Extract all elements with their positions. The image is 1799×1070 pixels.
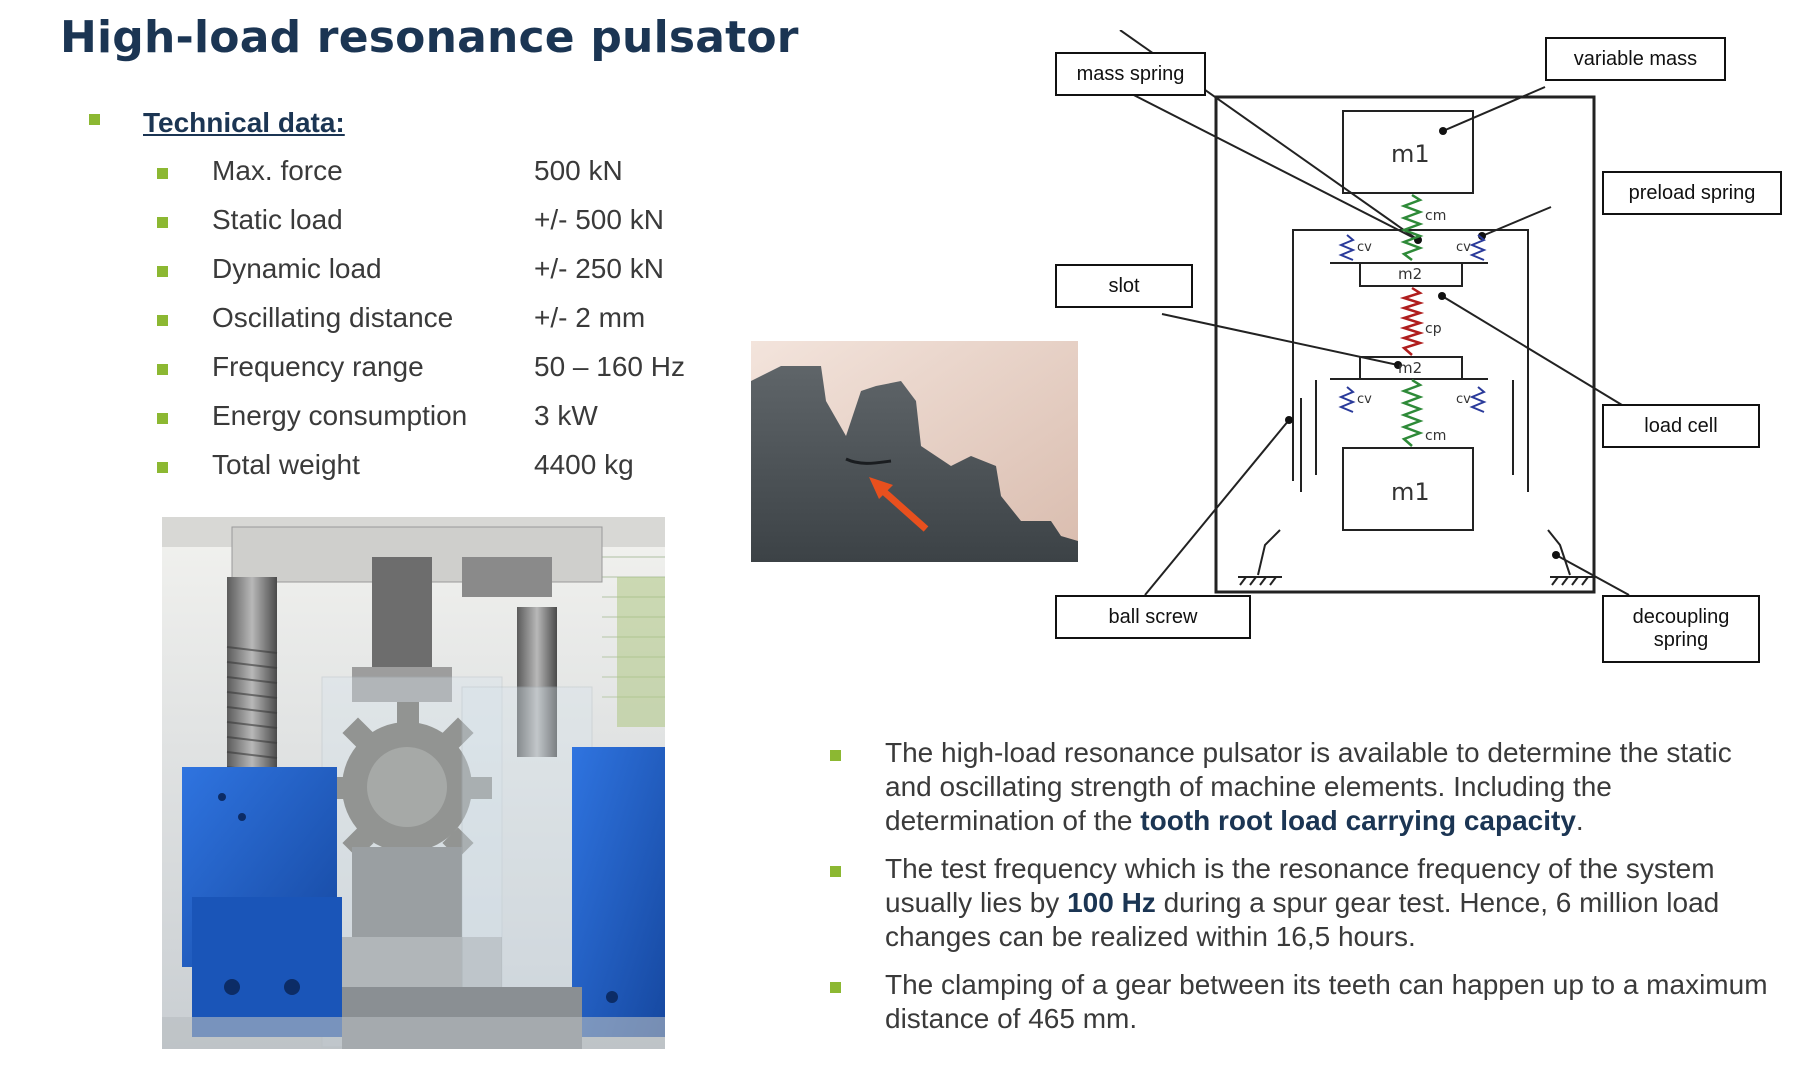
spec-value: 50 – 160 Hz [534,351,685,382]
spec-label: Energy consumption [212,400,468,431]
bullet-icon [157,462,168,473]
symbol-cm-top: cm [1425,208,1446,224]
spec-value: 3 kW [534,400,598,431]
spec-row: Dynamic load +/- 250 kN [0,253,720,293]
description-text-part: The clamping of a gear between its teeth… [885,969,1768,1034]
spec-label: Static load [212,204,343,235]
bullet-icon [89,114,100,125]
spec-value: 500 kN [534,155,623,186]
spec-value: +/- 2 mm [534,302,646,333]
symbol-cp: cp [1425,321,1442,337]
spec-row: Energy consumption 3 kW [0,400,720,440]
description-text: The test frequency which is the resonanc… [885,852,1785,954]
bullet-icon [157,266,168,277]
description-item: The high-load resonance pulsator is avai… [830,736,1780,841]
symbol-cv-top-right: cv [1456,240,1471,255]
label-load-cell: load cell [1602,404,1760,448]
spec-row: Frequency range 50 – 160 Hz [0,351,720,391]
bullet-icon [157,217,168,228]
description-emphasis: tooth root load carrying capacity [1140,805,1576,836]
pulsator-schematic: m1 m1 m2 m2 cm cm cp cv cv cv cv mass sp… [1040,29,1782,670]
description-text-part: The test frequency which is the resonanc… [885,853,1715,918]
bullet-icon [157,413,168,424]
gear-crack-illustration [751,341,1078,562]
description-text-part: The high-load resonance pulsator is avai… [885,737,1732,836]
spec-row: Total weight 4400 kg [0,449,720,489]
bullet-icon [157,315,168,326]
spec-label: Max. force [212,155,343,186]
symbol-cm-bottom: cm [1425,428,1446,444]
label-slot: slot [1055,264,1193,308]
spec-row: Static load +/- 500 kN [0,204,720,244]
spec-value: 4400 kg [534,449,634,480]
description-item: The test frequency which is the resonanc… [830,852,1780,957]
description-text: The high-load resonance pulsator is avai… [885,736,1785,838]
symbol-m2-bottom: m2 [1398,359,1422,377]
spec-row: Oscillating distance +/- 2 mm [0,302,720,342]
spec-label: Oscillating distance [212,302,454,333]
spec-row: Max. force 500 kN [0,155,720,195]
label-decoupling-spring: decoupling spring [1602,595,1760,663]
description-text-part: . [1575,805,1584,836]
gear-crack-photo [751,341,1078,562]
label-mass-spring: mass spring [1055,52,1206,96]
bullet-icon [157,168,168,179]
symbol-m1-bottom: m1 [1391,478,1430,506]
symbol-cv-bottom-left: cv [1357,392,1372,407]
description-item: The clamping of a gear between its teeth… [830,968,1780,1038]
schematic-drawing: m1 m1 m2 m2 cm cm cp cv cv cv cv [1119,29,1630,596]
description-text-part: during a spur gear test. Hence, 6 millio… [885,887,1720,952]
description-emphasis: 100 Hz [1067,887,1156,918]
bullet-icon [830,750,841,761]
bullet-icon [830,866,841,877]
bullet-icon [157,364,168,375]
symbol-cv-top-left: cv [1357,240,1372,255]
label-preload-spring: preload spring [1602,171,1782,215]
spec-label: Dynamic load [212,253,382,284]
symbol-m2-top: m2 [1398,265,1422,283]
technical-data-heading: Technical data: [143,107,345,138]
bullet-icon [830,982,841,993]
machine-photo [162,517,665,1049]
spec-value: +/- 250 kN [534,253,664,284]
page-title: High-load resonance pulsator [60,12,799,63]
spec-label: Frequency range [212,351,424,382]
symbol-m1-top: m1 [1391,140,1430,168]
spec-label: Total weight [212,449,360,480]
label-ball-screw: ball screw [1055,595,1251,639]
spec-value: +/- 500 kN [534,204,664,235]
symbol-cv-bottom-right: cv [1456,392,1471,407]
label-variable-mass: variable mass [1545,37,1726,81]
description-text: The clamping of a gear between its teeth… [885,968,1785,1036]
machine-photo-illustration [162,517,665,1049]
